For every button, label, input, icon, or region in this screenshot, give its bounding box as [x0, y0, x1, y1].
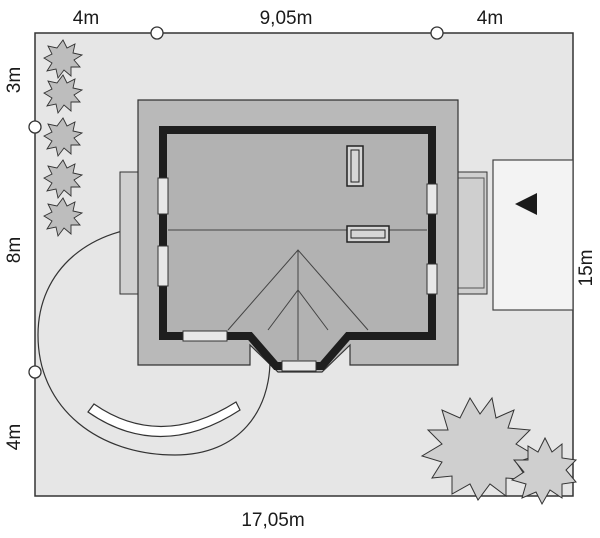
window-right-2	[426, 263, 438, 295]
garden-bench	[87, 401, 241, 438]
shrub-icon	[43, 197, 84, 238]
window-right-1	[426, 183, 438, 215]
bay-roof-ridges	[227, 249, 369, 360]
skylight-middle	[350, 149, 360, 183]
dim-top-middle: 9,05m	[260, 8, 313, 29]
shrub-row	[43, 39, 84, 238]
left-terrace	[119, 171, 141, 295]
dim-left-bottom: 4m	[4, 424, 25, 450]
shrub-icon	[43, 117, 84, 158]
dim-right: 15m	[576, 250, 597, 287]
shrub-icon	[43, 39, 84, 80]
window-left-1	[157, 177, 169, 215]
skylight-top	[346, 145, 364, 187]
window-left-2	[157, 245, 169, 287]
dim-bottom: 17,05m	[241, 510, 304, 531]
dim-top-right: 4m	[477, 8, 503, 29]
garden-path	[37, 225, 271, 456]
tree-large-icon	[420, 396, 538, 501]
dim-marker	[150, 26, 164, 40]
window-bay	[281, 360, 317, 372]
right-terrace	[456, 171, 488, 295]
driveway	[492, 159, 574, 311]
dim-top-left: 4m	[73, 8, 99, 29]
dim-marker	[430, 26, 444, 40]
north-arrow-icon	[515, 193, 537, 215]
shrub-icon	[43, 159, 84, 200]
dim-left-top: 3m	[4, 67, 25, 93]
window-bottom	[182, 330, 228, 342]
shrub-icon	[43, 74, 84, 115]
dim-marker	[28, 120, 42, 134]
dim-left-middle: 8m	[4, 237, 25, 263]
tree-small-icon	[510, 436, 578, 506]
right-terrace-steps	[457, 177, 485, 289]
dim-marker	[28, 365, 42, 379]
chimney-inner	[350, 229, 386, 239]
chimney	[346, 225, 390, 243]
